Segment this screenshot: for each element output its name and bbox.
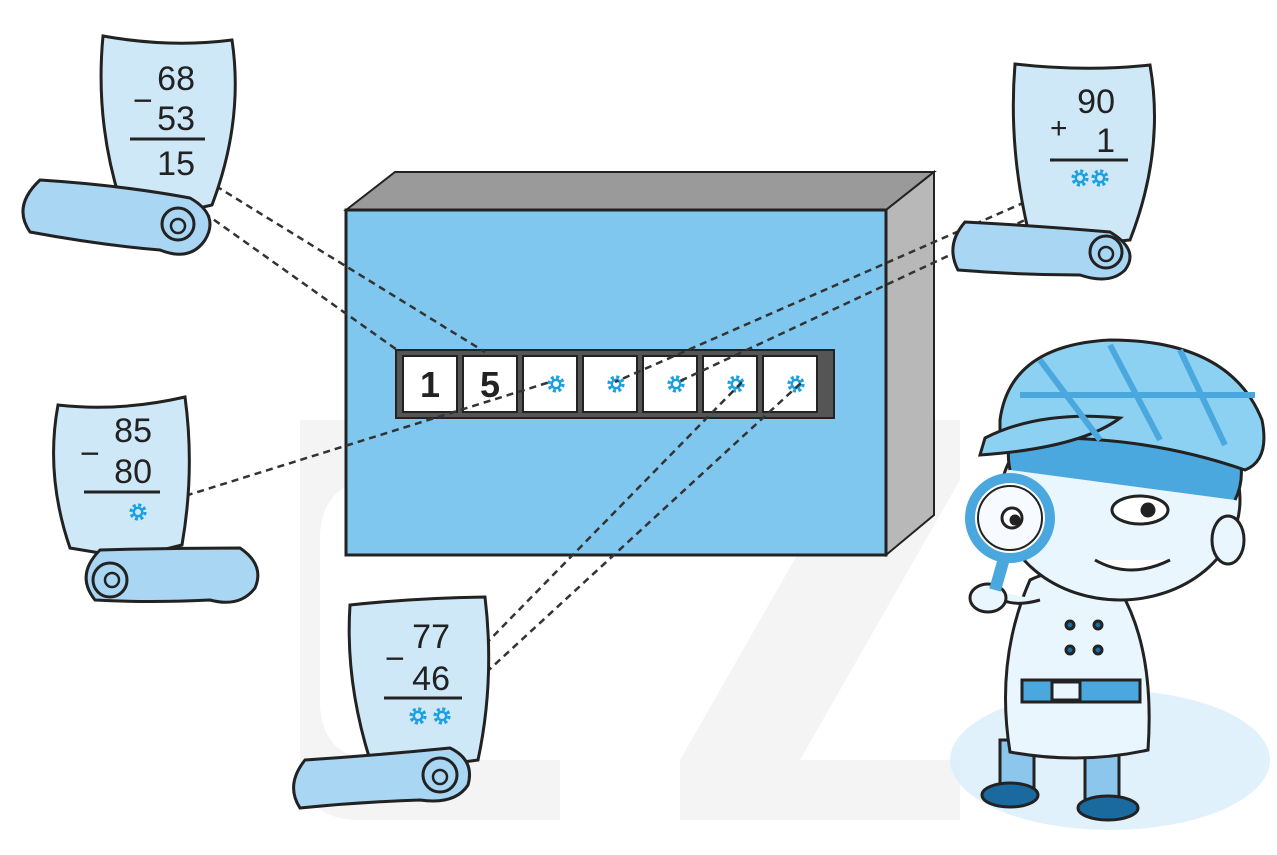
- code-cell: [522, 355, 578, 413]
- magnifying-glass-icon: [965, 473, 1055, 592]
- scroll-b-top: 90: [1077, 83, 1115, 121]
- code-cell: [462, 355, 518, 413]
- scroll-b-operator: +: [1050, 112, 1068, 145]
- scroll-c-top: 85: [114, 412, 152, 450]
- code-cell: [702, 355, 758, 413]
- scroll-d-operator: −: [385, 640, 405, 678]
- code-cell-digit: 5: [480, 364, 500, 405]
- code-cell: [402, 355, 458, 413]
- scroll-68-minus-53: 68 − 53 15: [21, 34, 237, 256]
- code-cell: [582, 355, 638, 413]
- scroll-a-result: 15: [157, 145, 195, 183]
- scroll-77-minus-46: 77 − 46: [292, 595, 491, 810]
- scroll-d-top: 77: [412, 618, 450, 656]
- code-cell: [642, 355, 698, 413]
- scroll-a-operator: −: [133, 82, 153, 120]
- scroll-a-bottom: 53: [157, 100, 195, 138]
- scroll-90-plus-1: 90 + 1: [951, 62, 1156, 281]
- scroll-85-minus-80: 85 − 80: [52, 395, 260, 604]
- scroll-d-bottom: 46: [412, 660, 450, 698]
- scroll-c-operator: −: [80, 435, 100, 473]
- detective-boy-illustration: [950, 338, 1270, 830]
- scroll-c-bottom: 80: [114, 453, 152, 491]
- scroll-b-bottom: 1: [1096, 122, 1115, 160]
- code-cell-digit: 1: [420, 364, 440, 405]
- scroll-a-top: 68: [157, 60, 195, 98]
- code-cell: [762, 355, 818, 413]
